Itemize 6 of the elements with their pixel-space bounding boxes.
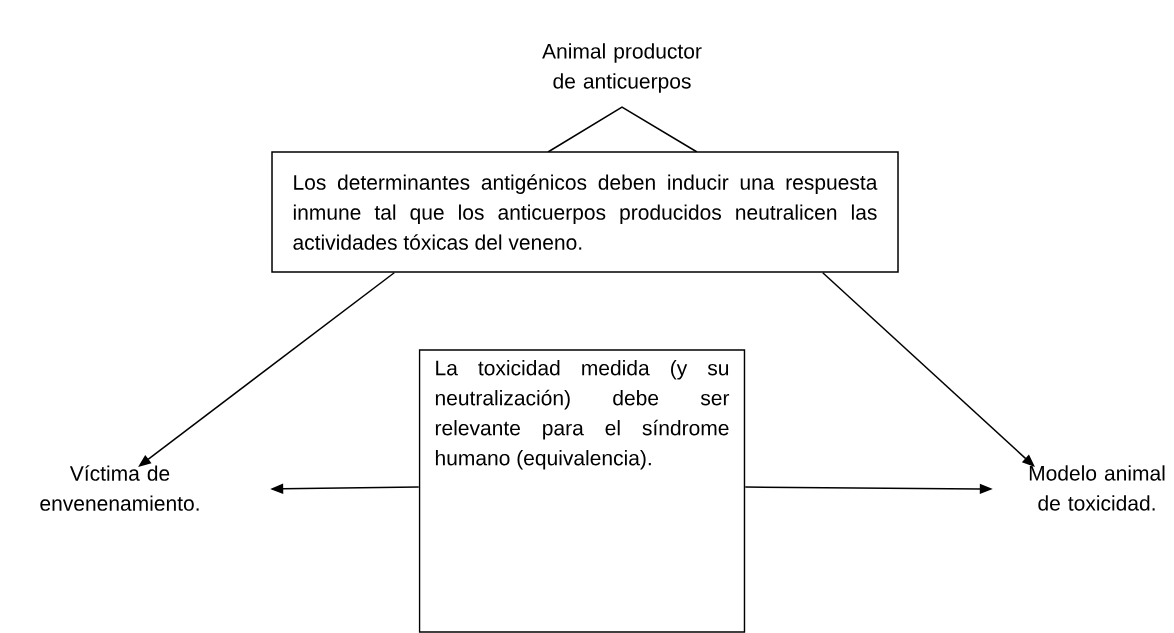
node-label: Animal productor de anticuerpos — [542, 43, 702, 93]
node-label: Víctima de envenenamiento. — [40, 465, 199, 511]
text-box: La toxicidad medida (y su neutralización) debe ser relevante para el síndrome humano (equivalencia). — [418, 349, 746, 633]
arrow — [138, 272, 395, 467]
node-label: Modelo animal de toxicidad. — [1029, 465, 1165, 511]
text-box: Los determinantes antigénicos deben inducir una respuesta inmune tal que los anticuerpos producidos neutralicen las actividades tóxicas del veneno. — [271, 151, 899, 273]
